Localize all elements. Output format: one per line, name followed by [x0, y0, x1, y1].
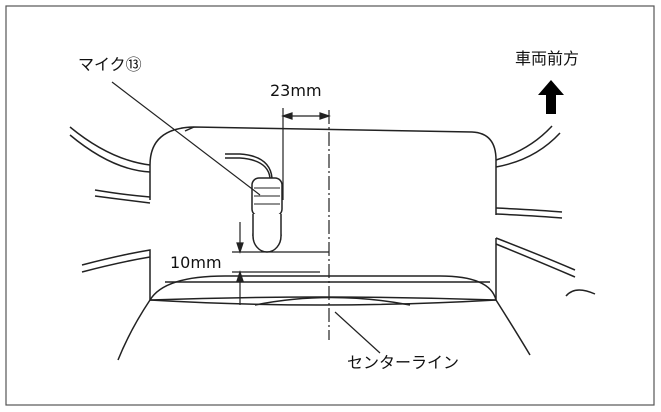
center-line-label: センターライン — [347, 353, 459, 372]
height-dimension — [232, 222, 329, 305]
mic-label: マイク⑬ — [78, 55, 142, 74]
mic-leader-line — [111, 81, 261, 196]
height-dimension-label: 10mm — [170, 253, 222, 272]
forward-label: 車両前方 — [515, 49, 579, 68]
width-dimension — [281, 108, 331, 200]
microphone — [225, 153, 283, 253]
forward-arrow-icon — [538, 80, 564, 114]
dashboard-outline — [69, 125, 596, 361]
centerline-leader-line — [334, 311, 381, 354]
figure-border — [5, 5, 655, 406]
width-dimension-label: 23mm — [270, 81, 322, 100]
